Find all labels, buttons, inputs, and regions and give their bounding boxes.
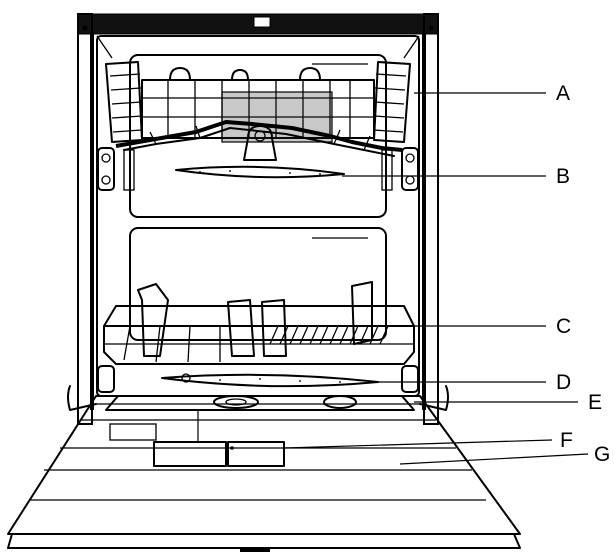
callout-c: C (556, 315, 571, 338)
leader-g (400, 454, 588, 464)
filter (106, 396, 414, 410)
callout-g: G (594, 443, 610, 466)
rinse-aid-dispenser (228, 442, 284, 466)
detergent-dispenser (154, 442, 226, 466)
lower-basket (104, 282, 414, 364)
callout-labels: A B C D E F G (556, 82, 610, 466)
callout-b: B (556, 165, 570, 188)
callout-e: E (588, 391, 602, 414)
callout-f: F (560, 429, 573, 452)
callout-d: D (556, 371, 571, 394)
lower-spray-arm (162, 374, 378, 386)
callout-a: A (556, 82, 570, 105)
cabinet-frame (78, 14, 438, 424)
upper-basket (106, 62, 410, 156)
leader-f-horizontal (284, 440, 552, 448)
